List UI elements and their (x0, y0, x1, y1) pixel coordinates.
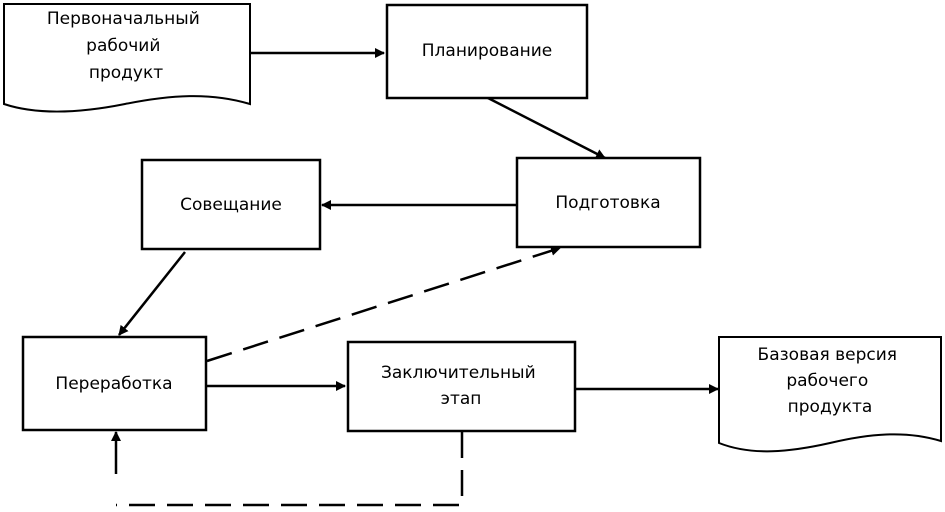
node-rework: Переработка (21, 335, 208, 432)
edge-rework-to-preparation-dashed (206, 245, 561, 363)
node-initial-product-line-3: продукт (89, 63, 163, 83)
node-baseline-product-line-2: рабочего (786, 371, 868, 391)
node-initial-product-line-2: рабочий (86, 36, 160, 56)
document-shape (3, 3, 251, 113)
node-baseline-product-label: Базовая версия рабочего продукта (758, 345, 903, 417)
node-initial-product-line-1: Первоначальный (47, 9, 200, 29)
node-initial-product: Первоначальный рабочий продукт (3, 3, 251, 113)
node-final-stage-box (346, 340, 577, 433)
node-meeting-box (140, 158, 322, 251)
edge-meeting-to-rework (118, 251, 186, 336)
node-baseline-product-line-3: продукта (788, 397, 873, 417)
node-initial-product-label: Первоначальный рабочий продукт (47, 9, 205, 83)
edge-planning-to-preparation (487, 96, 606, 160)
edge-final-to-rework-dashed (116, 432, 464, 507)
node-final-stage-label: Заключительный этап (381, 363, 541, 409)
document-shape (718, 336, 942, 453)
node-planning: Планирование (385, 3, 589, 100)
edge-group (111, 48, 719, 507)
node-preparation-box (515, 156, 702, 249)
node-preparation: Подготовка (515, 156, 702, 249)
node-meeting: Совещание (140, 158, 322, 251)
node-final-stage: Заключительный этап (346, 340, 577, 433)
node-baseline-product-line-1: Базовая версия (758, 345, 897, 365)
node-rework-box (21, 335, 208, 432)
node-preparation-label: Подготовка (555, 193, 660, 213)
node-meeting-label: Совещание (180, 195, 282, 215)
node-planning-label: Планирование (422, 41, 552, 61)
node-baseline-product: Базовая версия рабочего продукта (718, 336, 942, 453)
node-final-stage-line-1: Заключительный (381, 363, 536, 383)
node-planning-box (385, 3, 589, 100)
node-rework-label: Переработка (55, 374, 172, 394)
node-final-stage-line-2: этап (441, 389, 482, 409)
